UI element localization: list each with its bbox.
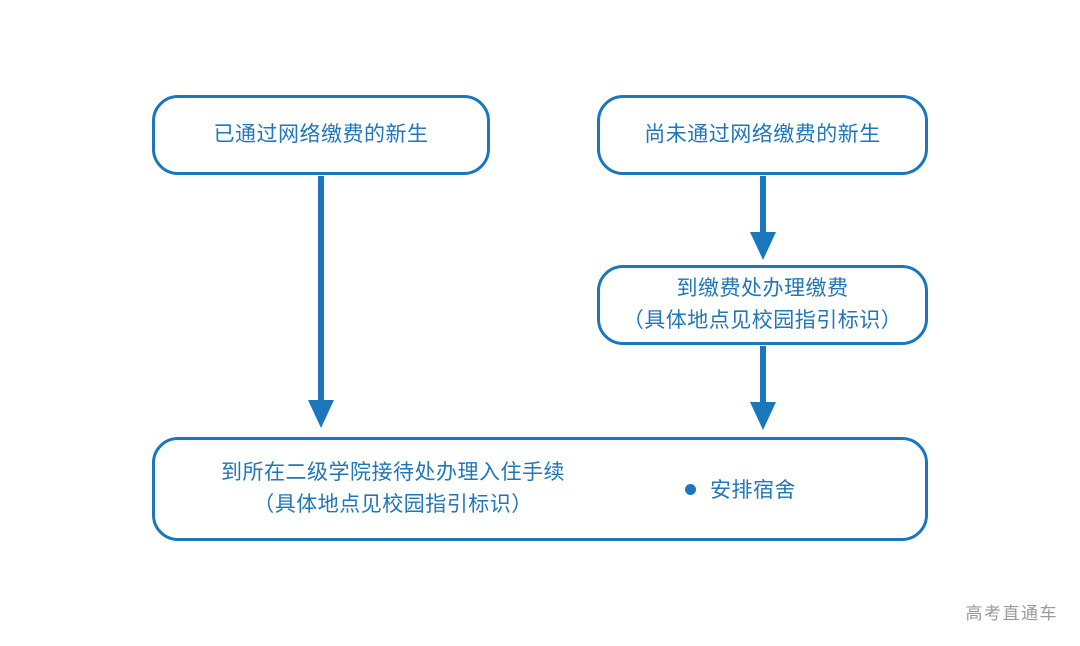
arrow-payment-desk-to-checkin [747,346,779,432]
node-paid-online[interactable]: 已通过网络缴费的新生 [152,95,490,175]
node-text-line: （具体地点见校园指引标识） [622,309,903,332]
node-dorm-assignment: 安排宿舍 [685,474,796,504]
node-text-line: 到缴费处办理缴费 [676,277,849,301]
node-text-line: 已通过网络缴费的新生 [213,123,429,147]
arrow-paid-to-checkin [305,176,337,432]
arrow-unpaid-to-payment-desk [747,176,779,262]
node-text-line: 尚未通过网络缴费的新生 [644,123,881,147]
node-not-paid-online[interactable]: 尚未通过网络缴费的新生 [597,95,928,175]
node-paid-online-text: 已通过网络缴费的新生 [214,119,429,151]
node-not-paid-online-text: 尚未通过网络缴费的新生 [644,119,881,151]
node-dorm-assignment-label: 安排宿舍 [710,479,796,502]
node-text-line: 到所在二级学院接待处办理入住手续 [221,461,565,485]
watermark: 高考直通车 [965,604,1058,623]
node-text-line: （具体地点见校园指引标识） [253,493,533,516]
node-checkin-text: 到所在二级学院接待处办理入住手续 （具体地点见校园指引标识） [193,457,593,521]
node-checkin-and-dorm[interactable]: 到所在二级学院接待处办理入住手续 （具体地点见校园指引标识） 安排宿舍 [152,437,928,541]
node-payment-desk[interactable]: 到缴费处办理缴费 （具体地点见校园指引标识） [597,265,928,345]
bullet-point-icon [685,483,696,495]
node-payment-desk-text: 到缴费处办理缴费 （具体地点见校园指引标识） [623,273,903,337]
